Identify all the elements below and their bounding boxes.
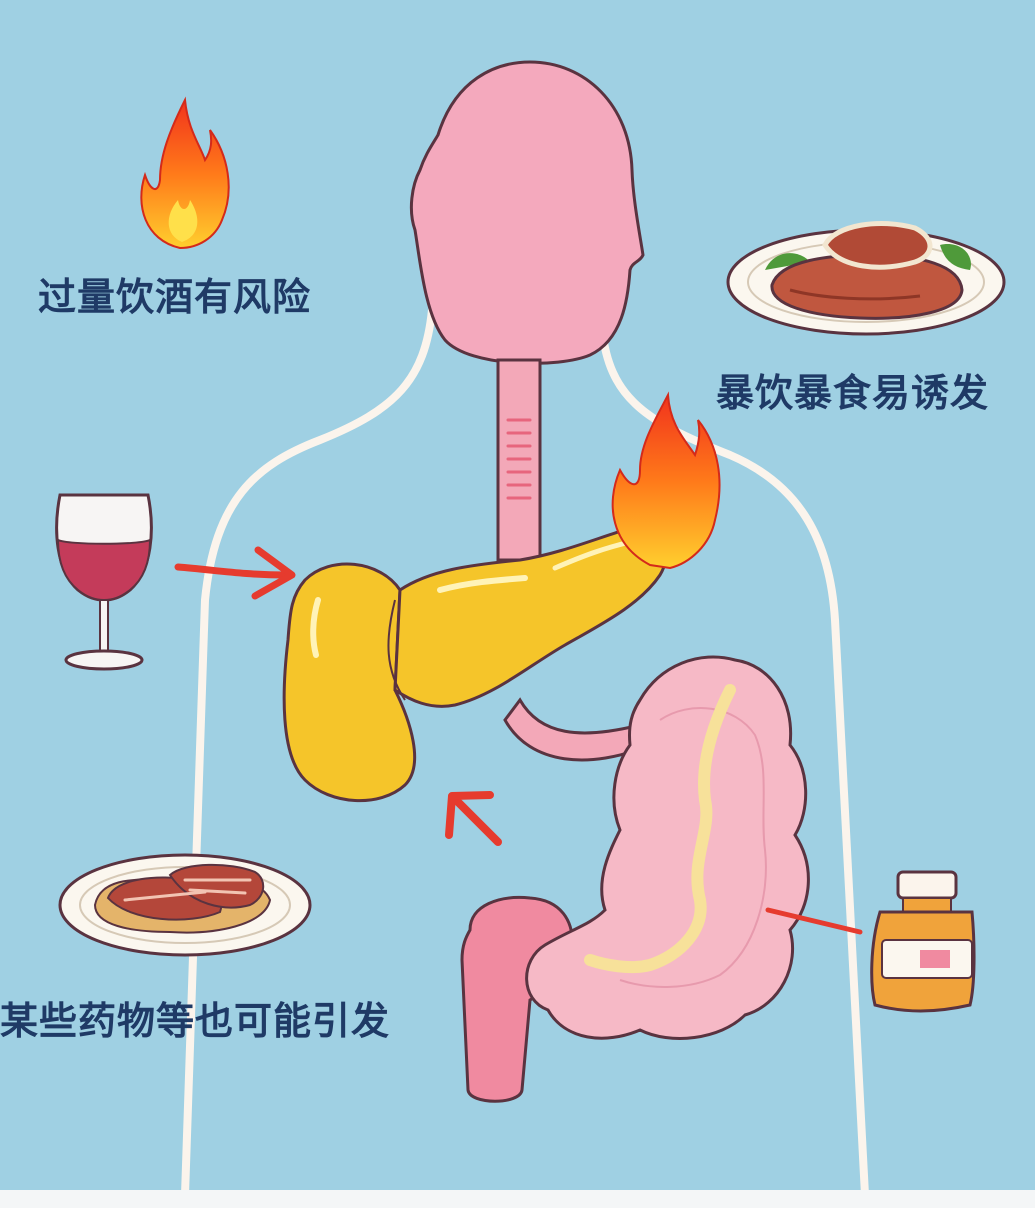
bottom-strip: [0, 1190, 1035, 1208]
meat-plate-icon: [726, 221, 1006, 336]
fire-icon: [611, 391, 721, 570]
arrow-wine-to-pancreas: [174, 546, 296, 600]
medicine-bottle-icon: [870, 870, 976, 1013]
label-overeating-trigger: 暴饮暴食易诱发: [716, 371, 990, 415]
pointer-line-medicine: [765, 907, 863, 935]
label-medication-trigger: 某些药物等也可能引发: [0, 999, 391, 1043]
head: [409, 60, 645, 365]
fire-icon: [140, 96, 230, 250]
esophagus: [496, 358, 542, 562]
arrow-medication-to-pancreas: [445, 791, 502, 846]
meat-plate-icon: [58, 853, 312, 957]
pancreas: [282, 523, 669, 803]
label-alcohol-risk: 过量饮酒有风险: [38, 275, 312, 319]
wine-glass-icon: [55, 493, 153, 671]
body-outline: [181, 306, 869, 1199]
intestine: [525, 655, 810, 1040]
